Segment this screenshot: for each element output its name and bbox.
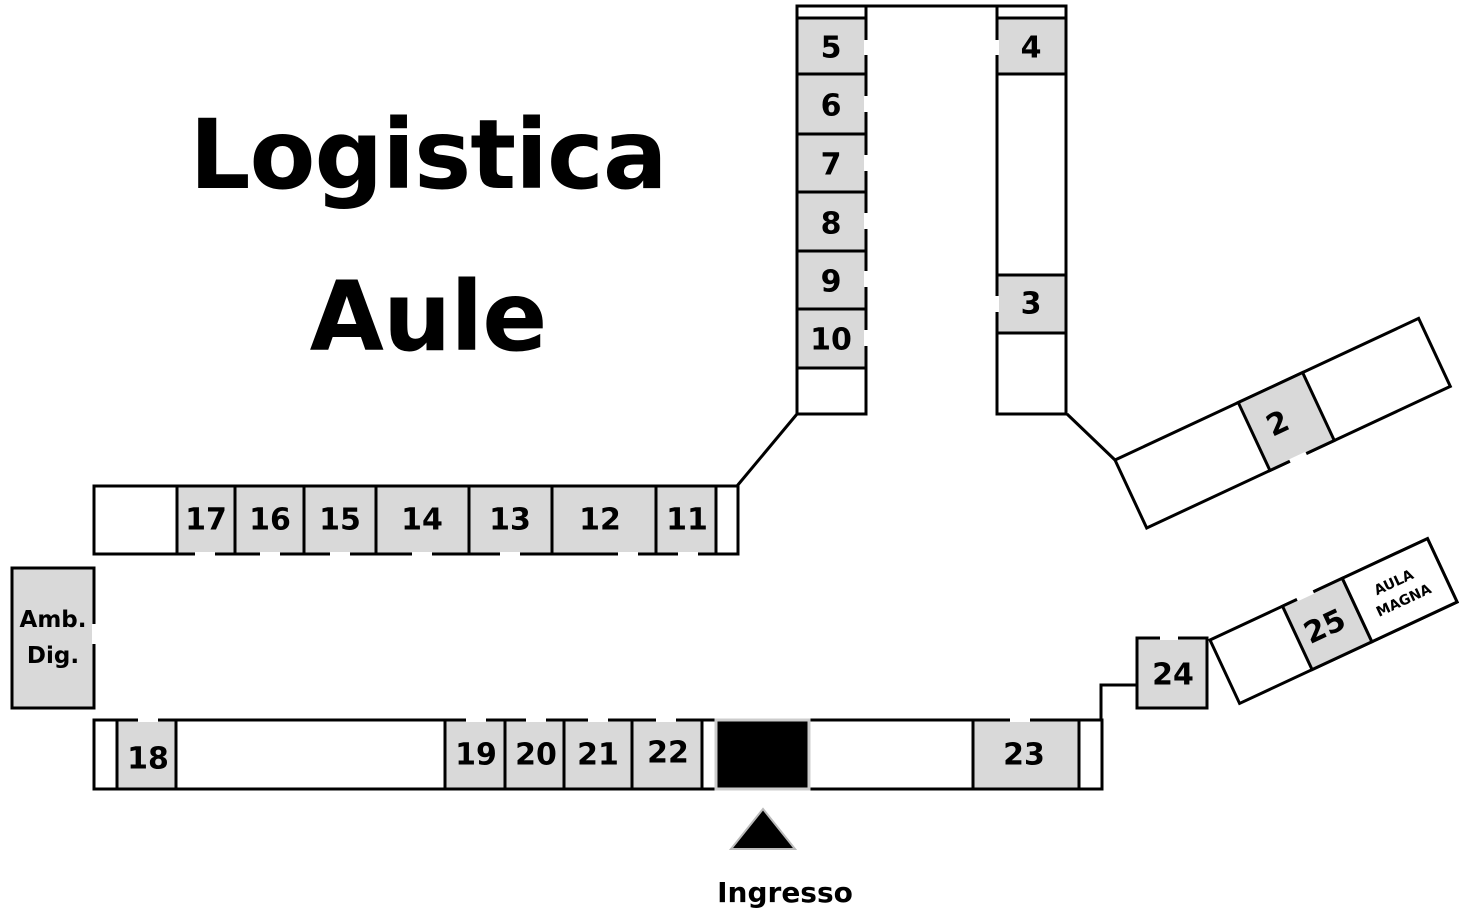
room-23-label: 23 (1003, 738, 1045, 773)
room-12-label: 12 (579, 503, 621, 538)
room-14-label: 14 (401, 503, 443, 538)
title-line-1: Logistica (189, 99, 666, 211)
room-19-label: 19 (455, 738, 497, 773)
entrance-arrow-icon (728, 807, 798, 850)
room-24 (1135, 636, 1209, 710)
block-southeast-wing (1208, 536, 1460, 706)
block-north-right (995, 4, 1068, 416)
room-18-label: 18 (127, 742, 169, 777)
room-24-label: 24 (1152, 658, 1194, 693)
entrance-label: Ingresso (717, 876, 853, 909)
room-9-label: 9 (821, 265, 842, 300)
room-13-label: 13 (489, 503, 531, 538)
block-east-wing (1113, 316, 1453, 530)
entrance-block (714, 718, 811, 791)
title-line-2: Aule (310, 261, 547, 373)
room-17-label: 17 (185, 503, 227, 538)
room-3-label: 3 (1021, 287, 1042, 322)
room-7-label: 7 (821, 148, 842, 183)
block-north-left (795, 4, 868, 416)
room-amb-dig-label-2: Dig. (27, 643, 79, 669)
room-16-label: 16 (249, 503, 291, 538)
room-8-label: 8 (821, 207, 842, 242)
block-south (92, 718, 1104, 791)
connector-room-24 (1099, 683, 1137, 720)
room-4-label: 4 (1021, 31, 1042, 66)
room-6-label: 6 (821, 89, 842, 124)
connector-right-wing (1065, 412, 1117, 462)
room-10-label: 10 (810, 323, 852, 358)
room-22-label: 22 (647, 736, 689, 771)
room-amb-dig-label-1: Amb. (20, 607, 87, 633)
room-15-label: 15 (319, 503, 361, 538)
block-west-upper (92, 484, 740, 556)
room-21-label: 21 (577, 738, 619, 773)
room-20-label: 20 (515, 738, 557, 773)
room-5-label: 5 (821, 31, 842, 66)
room-11-label: 11 (666, 503, 708, 538)
room-amb-dig (10, 566, 96, 710)
connector-left-wing (735, 413, 799, 487)
